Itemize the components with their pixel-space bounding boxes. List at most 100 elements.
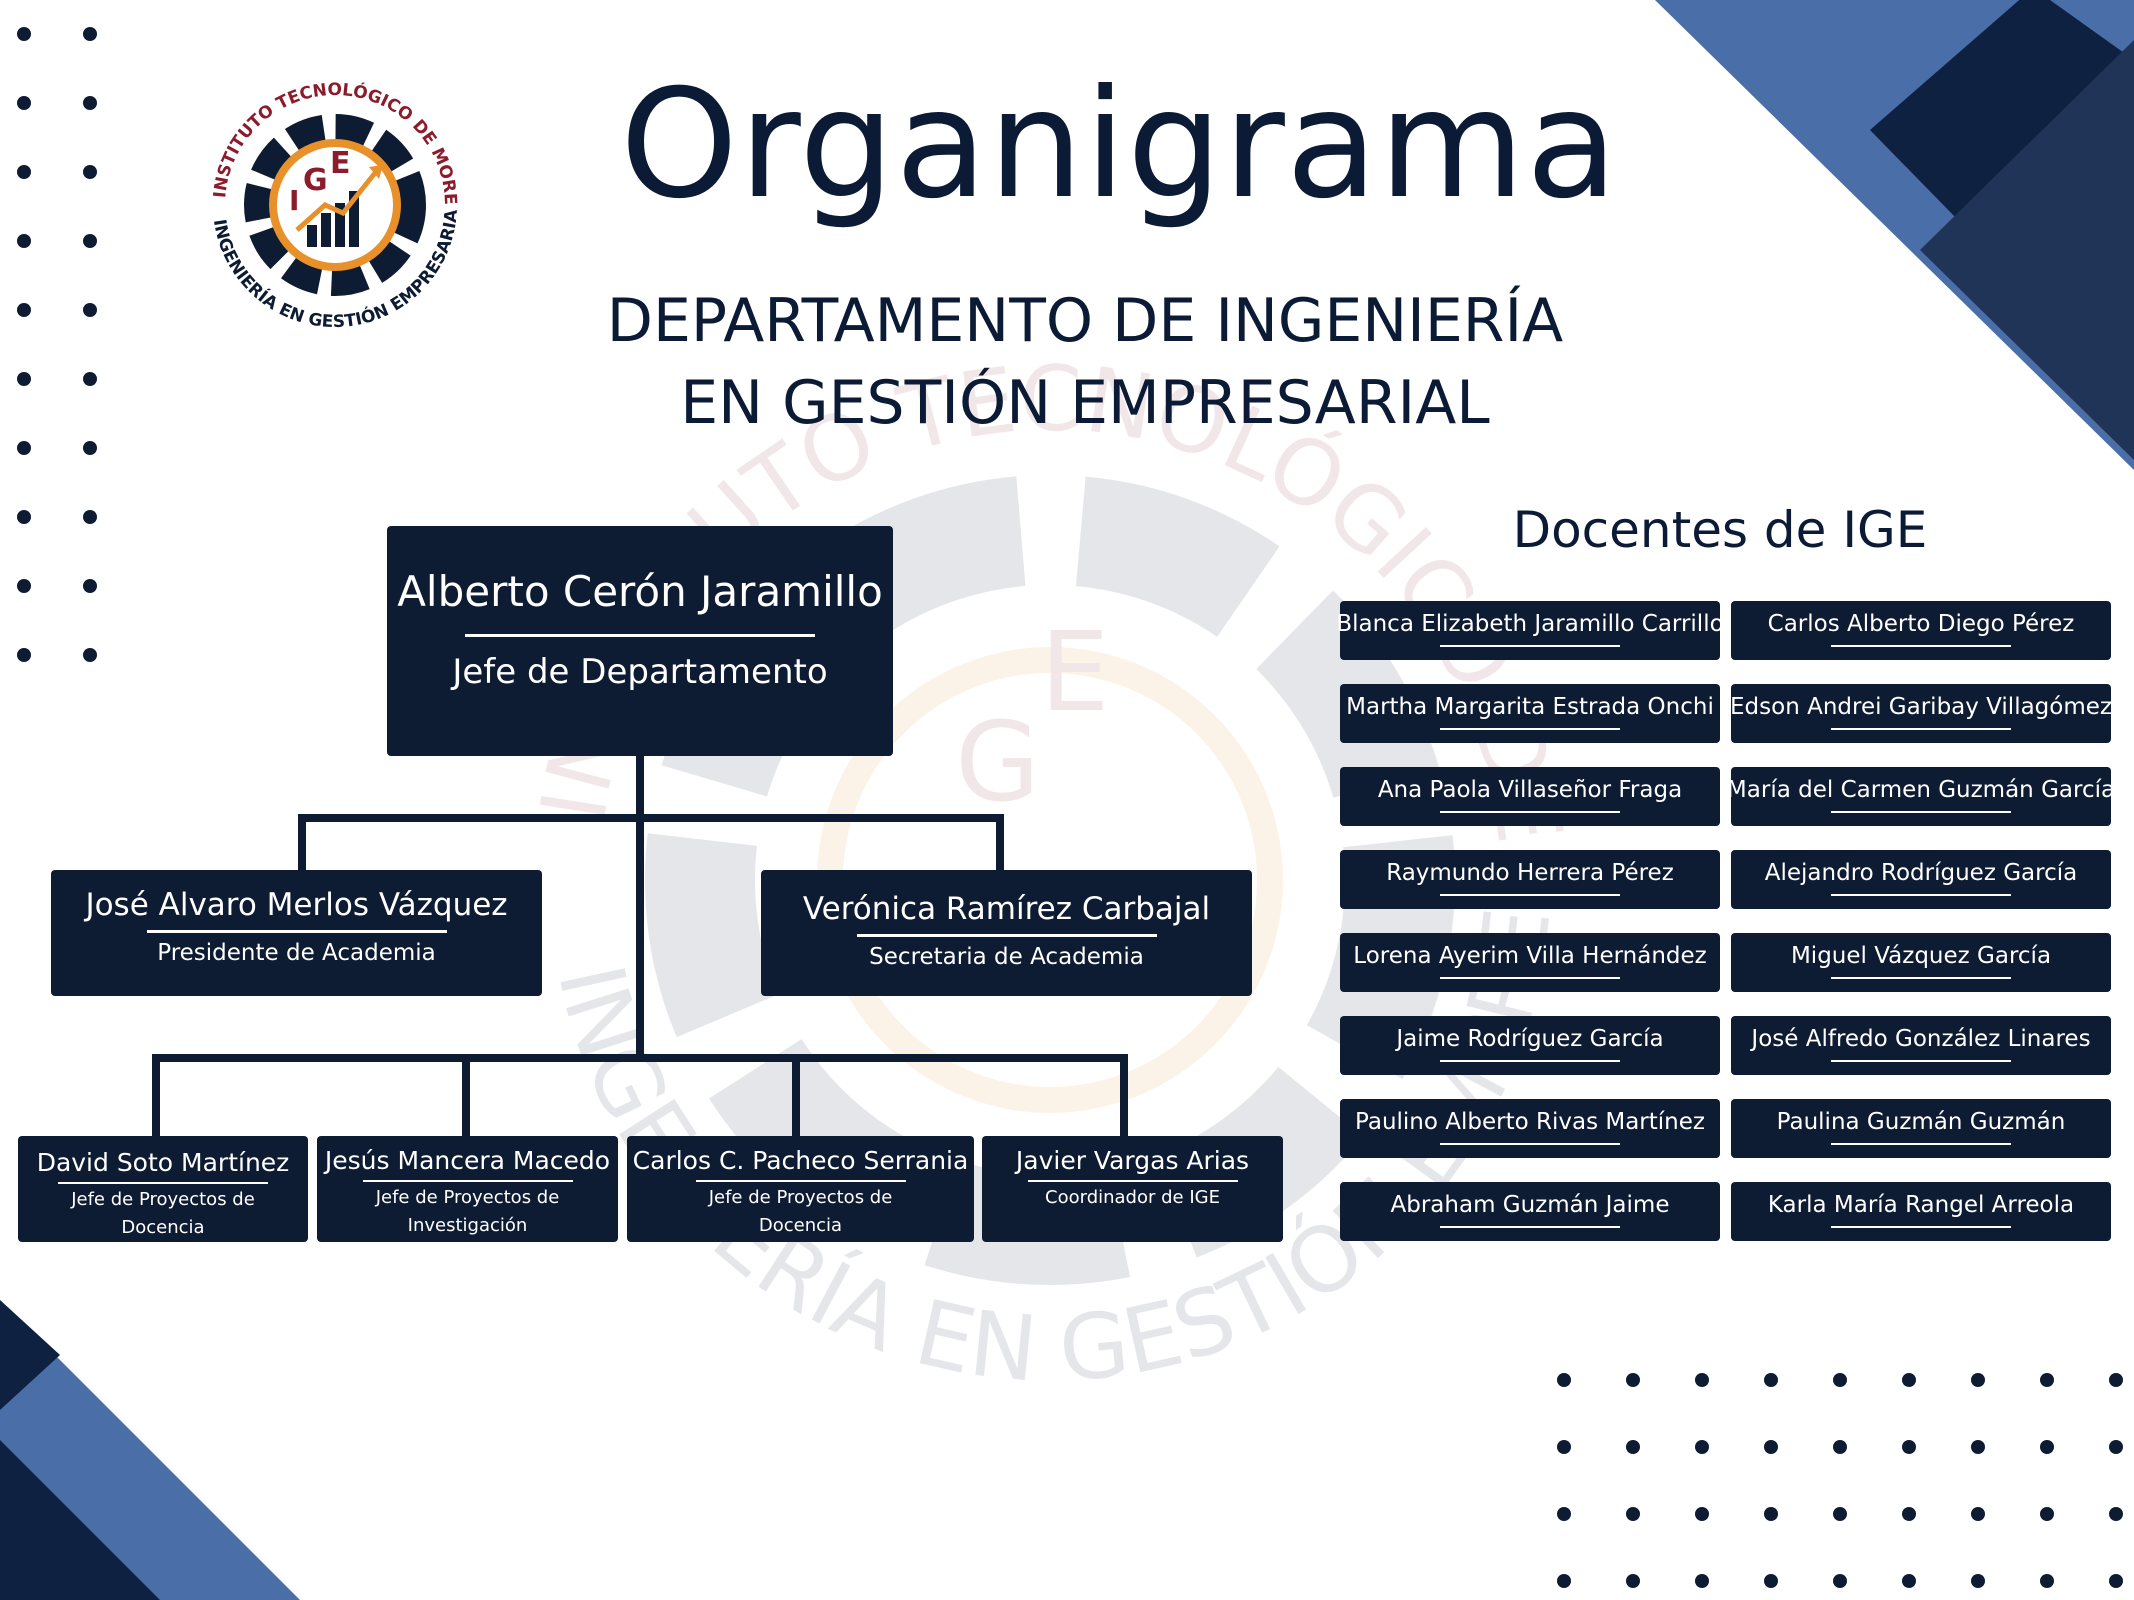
- decorative-dot: [83, 27, 97, 41]
- decorative-dot: [1626, 1373, 1640, 1387]
- decorative-dot: [17, 510, 31, 524]
- decorative-dot: [1833, 1507, 1847, 1521]
- staff-divider-3: [695, 1180, 906, 1182]
- docente-name-10: Miguel Vázquez García: [1790, 943, 2052, 969]
- academy-president-divider: [146, 930, 447, 933]
- decorative-dot: [17, 27, 31, 41]
- docente-divider: [1440, 894, 1620, 896]
- page-subtitle: DEPARTAMENTO DE INGENIERÍA EN GESTIÓN EM…: [560, 280, 1610, 444]
- staff-box-1: David Soto Martínez Jefe de Proyectos de…: [18, 1136, 308, 1242]
- docente-divider: [1831, 894, 2011, 896]
- docente-name-2: Carlos Alberto Diego Pérez: [1767, 611, 2075, 637]
- decorative-dot: [83, 579, 97, 593]
- docente-divider: [1831, 1060, 2011, 1062]
- decorative-dot: [17, 372, 31, 386]
- staff-divider-4: [1027, 1180, 1238, 1182]
- decorative-dot: [1902, 1373, 1916, 1387]
- corner-triangle-bottom-left-dark: [0, 1440, 160, 1600]
- decorative-dot: [83, 510, 97, 524]
- decorative-dot: [1695, 1507, 1709, 1521]
- docente-divider: [1440, 977, 1620, 979]
- decorative-dot: [1971, 1507, 1985, 1521]
- decorative-dot: [83, 96, 97, 110]
- docente-name-12: José Alfredo González Linares: [1751, 1026, 2091, 1052]
- decorative-dot: [1764, 1440, 1778, 1454]
- docente-name-11: Jaime Rodríguez García: [1396, 1026, 1664, 1052]
- docente-divider: [1440, 728, 1620, 730]
- docente-box-2: Carlos Alberto Diego Pérez: [1731, 601, 2111, 660]
- academy-president-name: José Alvaro Merlos Vázquez: [85, 887, 508, 923]
- page-title: Organigrama: [620, 58, 1619, 232]
- docente-divider: [1831, 977, 2011, 979]
- decorative-dot: [1902, 1574, 1916, 1588]
- decorative-dot: [1557, 1440, 1571, 1454]
- staff-role-2: Jefe de Proyectos de Investigación: [375, 1187, 560, 1236]
- gear-icon: [244, 114, 426, 296]
- decorative-dot: [17, 441, 31, 455]
- staff-name-3: Carlos C. Pacheco Serrania: [632, 1146, 969, 1175]
- head-role: Jefe de Departamento: [452, 652, 828, 692]
- corner-triangle-top-right-dark: [1920, 40, 2134, 460]
- decorative-dot: [2040, 1440, 2054, 1454]
- staff-role-4: Coordinador de IGE: [1045, 1187, 1220, 1208]
- decorative-dot: [1626, 1507, 1640, 1521]
- subtitle-line-2: EN GESTIÓN EMPRESARIAL: [680, 368, 1490, 438]
- logo-letter-g: G: [303, 163, 328, 198]
- docente-divider: [1831, 645, 2011, 647]
- docente-name-1: Blanca Elizabeth Jaramillo Carrillo: [1336, 611, 1724, 637]
- decorative-dot: [1833, 1373, 1847, 1387]
- docentes-heading: Docentes de IGE: [1512, 501, 1928, 559]
- docente-box-14: Paulina Guzmán Guzmán: [1731, 1099, 2111, 1158]
- decorative-dot: [17, 648, 31, 662]
- staff-box-4: Javier Vargas Arias Coordinador de IGE: [982, 1136, 1283, 1242]
- docente-name-13: Paulino Alberto Rivas Martínez: [1355, 1109, 1705, 1135]
- docente-box-10: Miguel Vázquez García: [1731, 933, 2111, 992]
- docente-box-8: Alejandro Rodríguez García: [1731, 850, 2111, 909]
- docente-name-15: Abraham Guzmán Jaime: [1390, 1192, 1670, 1218]
- decorative-dot: [17, 303, 31, 317]
- decorative-dot: [2109, 1574, 2123, 1588]
- decorative-dot: [1764, 1507, 1778, 1521]
- docente-name-3: Martha Margarita Estrada Onchi: [1346, 694, 1714, 720]
- staff-name-1: David Soto Martínez: [36, 1148, 290, 1177]
- docente-box-12: José Alfredo González Linares: [1731, 1016, 2111, 1075]
- docente-divider: [1440, 1143, 1620, 1145]
- decorative-dot: [83, 648, 97, 662]
- decorative-dot: [1557, 1373, 1571, 1387]
- docente-box-3: Martha Margarita Estrada Onchi: [1340, 684, 1720, 743]
- decorative-dot: [2109, 1507, 2123, 1521]
- docente-box-9: Lorena Ayerim Villa Hernández: [1340, 933, 1720, 992]
- docente-divider: [1831, 728, 2011, 730]
- staff-divider-2: [362, 1180, 573, 1182]
- decorative-dot: [2040, 1373, 2054, 1387]
- decorative-dot: [83, 165, 97, 179]
- decorative-dot: [83, 303, 97, 317]
- docente-name-5: Ana Paola Villaseñor Fraga: [1377, 777, 1683, 803]
- decorative-dot: [2040, 1574, 2054, 1588]
- docente-box-6: María del Carmen Guzmán García: [1727, 767, 2115, 826]
- decorative-dot: [83, 372, 97, 386]
- docente-divider: [1440, 645, 1620, 647]
- docente-divider: [1440, 811, 1620, 813]
- head-name: Alberto Cerón Jaramillo: [397, 567, 883, 616]
- docente-name-6: María del Carmen Guzmán García: [1726, 777, 2116, 803]
- watermark-letter-g: G: [955, 698, 1040, 826]
- decorative-dot: [1971, 1373, 1985, 1387]
- decorative-dot: [17, 579, 31, 593]
- org-connectors: [152, 756, 1128, 1140]
- decorative-dot: [1971, 1574, 1985, 1588]
- docente-divider: [1440, 1226, 1620, 1228]
- docente-box-16: Karla María Rangel Arreola: [1731, 1182, 2111, 1241]
- decorative-dot: [1833, 1574, 1847, 1588]
- docente-name-14: Paulina Guzmán Guzmán: [1776, 1109, 2066, 1135]
- academy-president-role: Presidente de Academia: [157, 940, 436, 966]
- watermark-letter-e: E: [1040, 608, 1110, 736]
- dot-grid-bottom-right: [1557, 1373, 2123, 1588]
- staff-box-2: Jesús Mancera Macedo Jefe de Proyectos d…: [317, 1136, 618, 1242]
- decorative-dot: [1833, 1440, 1847, 1454]
- decorative-dot: [2040, 1507, 2054, 1521]
- docente-box-5: Ana Paola Villaseñor Fraga: [1340, 767, 1720, 826]
- decorative-dot: [1557, 1507, 1571, 1521]
- logo-letter-e: E: [330, 146, 351, 181]
- ige-logo: INSTITUTO TECNOLÓGICO DE MORELIA INGENIE…: [185, 55, 462, 332]
